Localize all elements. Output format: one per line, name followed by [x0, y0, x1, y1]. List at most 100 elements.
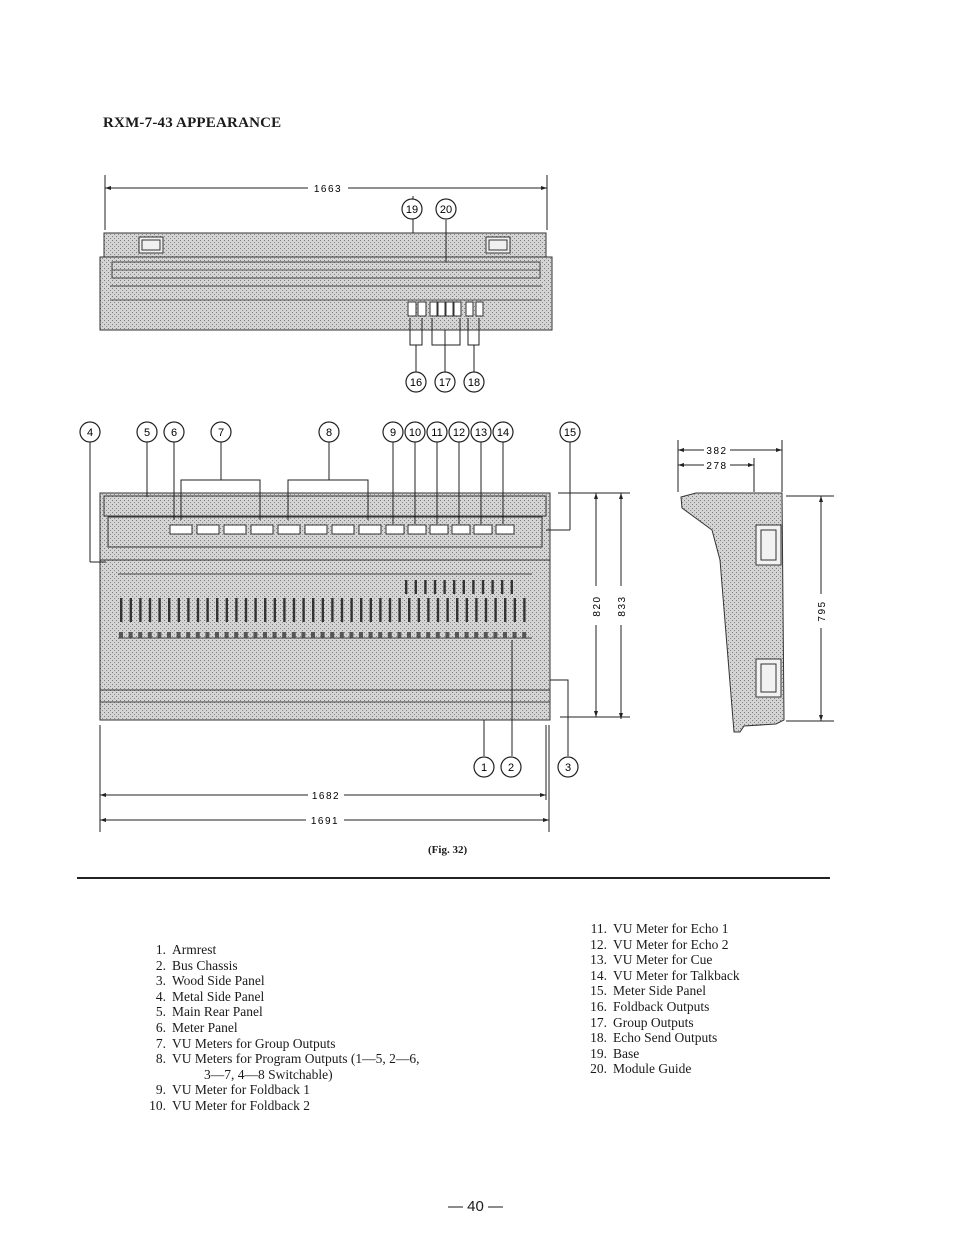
callout-11: 11 — [431, 427, 442, 439]
legend-number: 7. — [155, 1035, 166, 1051]
legend-text: VU Meters for Group Outputs — [172, 1035, 336, 1051]
legend-number: 19. — [590, 1045, 607, 1061]
callout-9: 9 — [390, 427, 396, 439]
fader-knob — [455, 632, 459, 638]
fader-knob — [205, 632, 210, 638]
fader-strip — [331, 598, 334, 622]
legend-item: 6. Meter Panel — [140, 1020, 419, 1036]
legend-text: Armrest — [172, 942, 217, 957]
fader-strip — [350, 598, 353, 622]
fader-strip — [523, 598, 526, 622]
legend-item: 5.Main Rear Panel — [140, 1004, 419, 1020]
legend-item: 3. Wood Side Panel — [140, 973, 419, 989]
legend-number: 3. — [155, 973, 166, 989]
fader-knob — [167, 632, 171, 638]
callout-19: 19 — [406, 204, 418, 216]
fader-knob — [416, 632, 421, 638]
callout-16: 16 — [410, 377, 422, 389]
fader-knob — [138, 632, 143, 638]
dim-top-width: 1663 — [314, 184, 342, 195]
legend-number: 10. — [149, 1097, 166, 1113]
fader-strip — [187, 598, 190, 622]
callout-14: 14 — [497, 427, 509, 439]
master-fader-strip — [414, 580, 417, 594]
legend-item: 20.Module Guide — [578, 1061, 740, 1077]
legend-number: 9. — [155, 1082, 166, 1098]
legend-text: VU Meter for Foldback 2 — [172, 1097, 310, 1113]
fader-strip — [120, 598, 123, 622]
master-fader-strip — [510, 580, 513, 594]
fader-knob — [176, 632, 181, 638]
fader-strip — [168, 598, 171, 622]
legend-number: 1. — [155, 942, 166, 957]
fader-knob — [349, 632, 354, 638]
legend-item: 17.Group Outputs — [578, 1015, 740, 1031]
fader-strip — [302, 598, 305, 622]
fader-knob — [282, 632, 287, 638]
fader-knob — [359, 632, 363, 638]
fader-strip — [292, 598, 296, 622]
fader-knob — [157, 632, 162, 638]
callout-10: 10 — [409, 427, 421, 439]
legend-item: 3—7, 4—8 Switchable) — [140, 1067, 419, 1083]
fader-knob — [263, 632, 267, 638]
fader-knob — [147, 632, 152, 638]
fader-knob — [243, 632, 248, 638]
fader-strip — [417, 598, 420, 622]
fader-strip — [196, 598, 200, 622]
legend-item: 15.Meter Side Panel — [578, 983, 740, 999]
callout-18: 18 — [468, 377, 480, 389]
fader-strip — [436, 598, 440, 622]
master-fader-strip — [481, 580, 485, 594]
fader-knob — [195, 632, 200, 638]
master-fader-strip — [491, 580, 494, 594]
fader-strip — [369, 598, 372, 622]
divider — [77, 877, 830, 879]
legend-item: 4.Metal Side Panel — [140, 989, 419, 1005]
legend-number: 18. — [590, 1030, 607, 1046]
legend-text: Wood Side Panel — [172, 973, 265, 989]
fader-strip — [216, 598, 219, 622]
legend-number: 6. — [155, 1019, 166, 1035]
legend-item: 7. VU Meters for Group Outputs — [140, 1036, 419, 1052]
fader-strip — [321, 598, 324, 622]
fader-strip — [158, 598, 161, 622]
fader-strip — [379, 598, 382, 622]
fader-strips — [119, 580, 527, 638]
master-fader-strip — [433, 580, 437, 594]
dim-side-depth-inner: 278 — [706, 461, 727, 472]
dim-front-width-outer: 1691 — [311, 816, 339, 827]
fader-strip — [312, 598, 315, 622]
fader-strip — [398, 598, 401, 622]
fader-knob — [435, 632, 440, 638]
legend-item: 8. VU Meters for Program Outputs (1—5, 2—… — [140, 1051, 420, 1067]
legend-text: Meter Panel — [172, 1019, 238, 1035]
fader-strip — [360, 598, 363, 622]
fader-strip — [225, 598, 228, 622]
fader-strip — [504, 598, 507, 622]
legend-number: 8. — [155, 1051, 166, 1067]
legend-item: 14.VU Meter for Talkback — [578, 968, 740, 984]
legend-text: VU Meter for Talkback — [613, 967, 740, 983]
fader-knob — [493, 632, 498, 638]
fader-knob — [387, 632, 392, 638]
rear-view: 1663 19 20 16 17 — [99, 175, 553, 393]
front-view: 4 5 6 7 8 9 10 11 12 13 14 15 1 2 3 1682… — [79, 421, 630, 832]
fader-knob — [464, 632, 469, 638]
fader-knob — [186, 632, 191, 638]
legend-text: VU Meters for Program Outputs (1—5, 2—6, — [172, 1051, 420, 1067]
fader-strip — [244, 598, 248, 622]
fader-knob — [253, 632, 258, 638]
fader-knob — [301, 632, 306, 638]
callout-8: 8 — [326, 427, 332, 439]
fader-strip — [139, 598, 142, 622]
dim-front-height-outer: 833 — [617, 595, 628, 616]
legend-item: 11.VU Meter for Echo 1 — [578, 921, 740, 937]
legend-text: Module Guide — [613, 1061, 692, 1077]
fader-strip — [340, 598, 344, 622]
callout-12: 12 — [453, 427, 465, 439]
fader-strip — [427, 598, 430, 622]
legend-text: Bus Chassis — [172, 957, 238, 973]
callout-2: 2 — [508, 762, 514, 774]
